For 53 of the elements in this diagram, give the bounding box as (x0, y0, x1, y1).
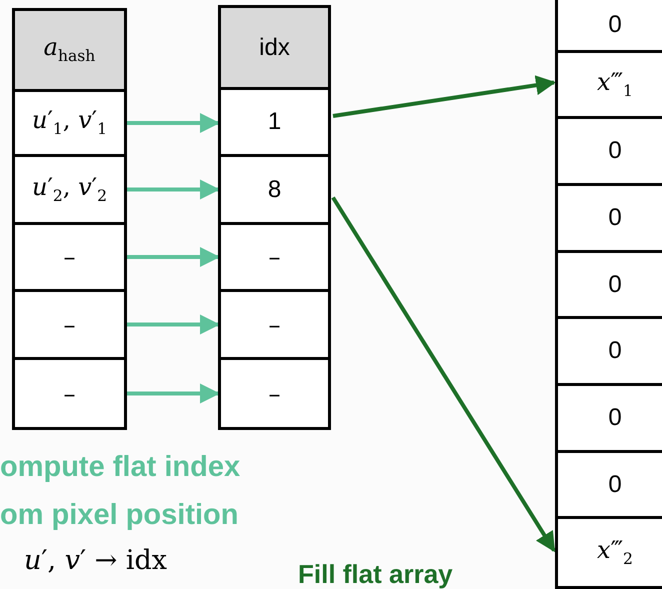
table-cell (12, 154, 127, 225)
cell-text: a$_{hash}$ (44, 35, 96, 65)
table-cell (218, 357, 331, 430)
cell-text: 0 (608, 272, 622, 296)
arrow (331, 196, 556, 552)
caption-text: ompute flat index (0, 452, 240, 484)
cell-text: – (268, 382, 280, 406)
cell-text: – (268, 312, 280, 336)
arrow (127, 384, 220, 404)
table-cell (555, 250, 662, 319)
cell-text: x‴$_{2}$ (597, 538, 633, 568)
table-cell (555, 50, 662, 119)
formula-text: u′, v′ → idx (24, 546, 168, 576)
cell-text: idx (259, 36, 290, 60)
cell-text: 0 (608, 339, 622, 363)
table-cell (555, 383, 662, 453)
caption-text: Fill flat array (298, 560, 453, 589)
caption-text: om pixel position (0, 500, 238, 532)
cell-text: – (64, 312, 76, 336)
cell-text: 1 (268, 110, 282, 134)
table-cell (12, 289, 127, 360)
table-cell (218, 87, 331, 157)
cell-text: 0 (608, 472, 622, 496)
cell-text: 0 (608, 139, 622, 163)
table-cell (555, 316, 662, 386)
arrow (127, 247, 220, 267)
table-cell (12, 357, 127, 430)
arrow (127, 314, 220, 334)
arrow (127, 180, 220, 200)
cell-text: u′$_{1}$, v′$_{1}$ (32, 108, 108, 138)
arrow (332, 75, 556, 118)
table-cell (555, 0, 662, 53)
cell-text: – (64, 245, 76, 269)
cell-text: – (268, 245, 280, 269)
cell-text: u′$_{2}$, v′$_{2}$ (32, 174, 108, 204)
cell-text: – (64, 382, 76, 406)
table-cell (555, 516, 662, 589)
header-cell (12, 8, 127, 92)
table-cell (218, 222, 331, 292)
table-cell (555, 116, 662, 186)
table-cell (555, 183, 662, 253)
cell-text: 8 (268, 178, 282, 202)
table-cell (218, 289, 331, 360)
table-cell (218, 154, 331, 225)
cell-text: x‴$_{1}$ (597, 70, 633, 100)
cell-text: 0 (608, 206, 622, 230)
table-cell (12, 222, 127, 292)
header-cell (218, 5, 331, 90)
table-cell (555, 450, 662, 519)
cell-text: 0 (608, 406, 622, 430)
table-cell (12, 89, 127, 157)
cell-text: 0 (608, 13, 622, 37)
arrow (127, 113, 220, 133)
